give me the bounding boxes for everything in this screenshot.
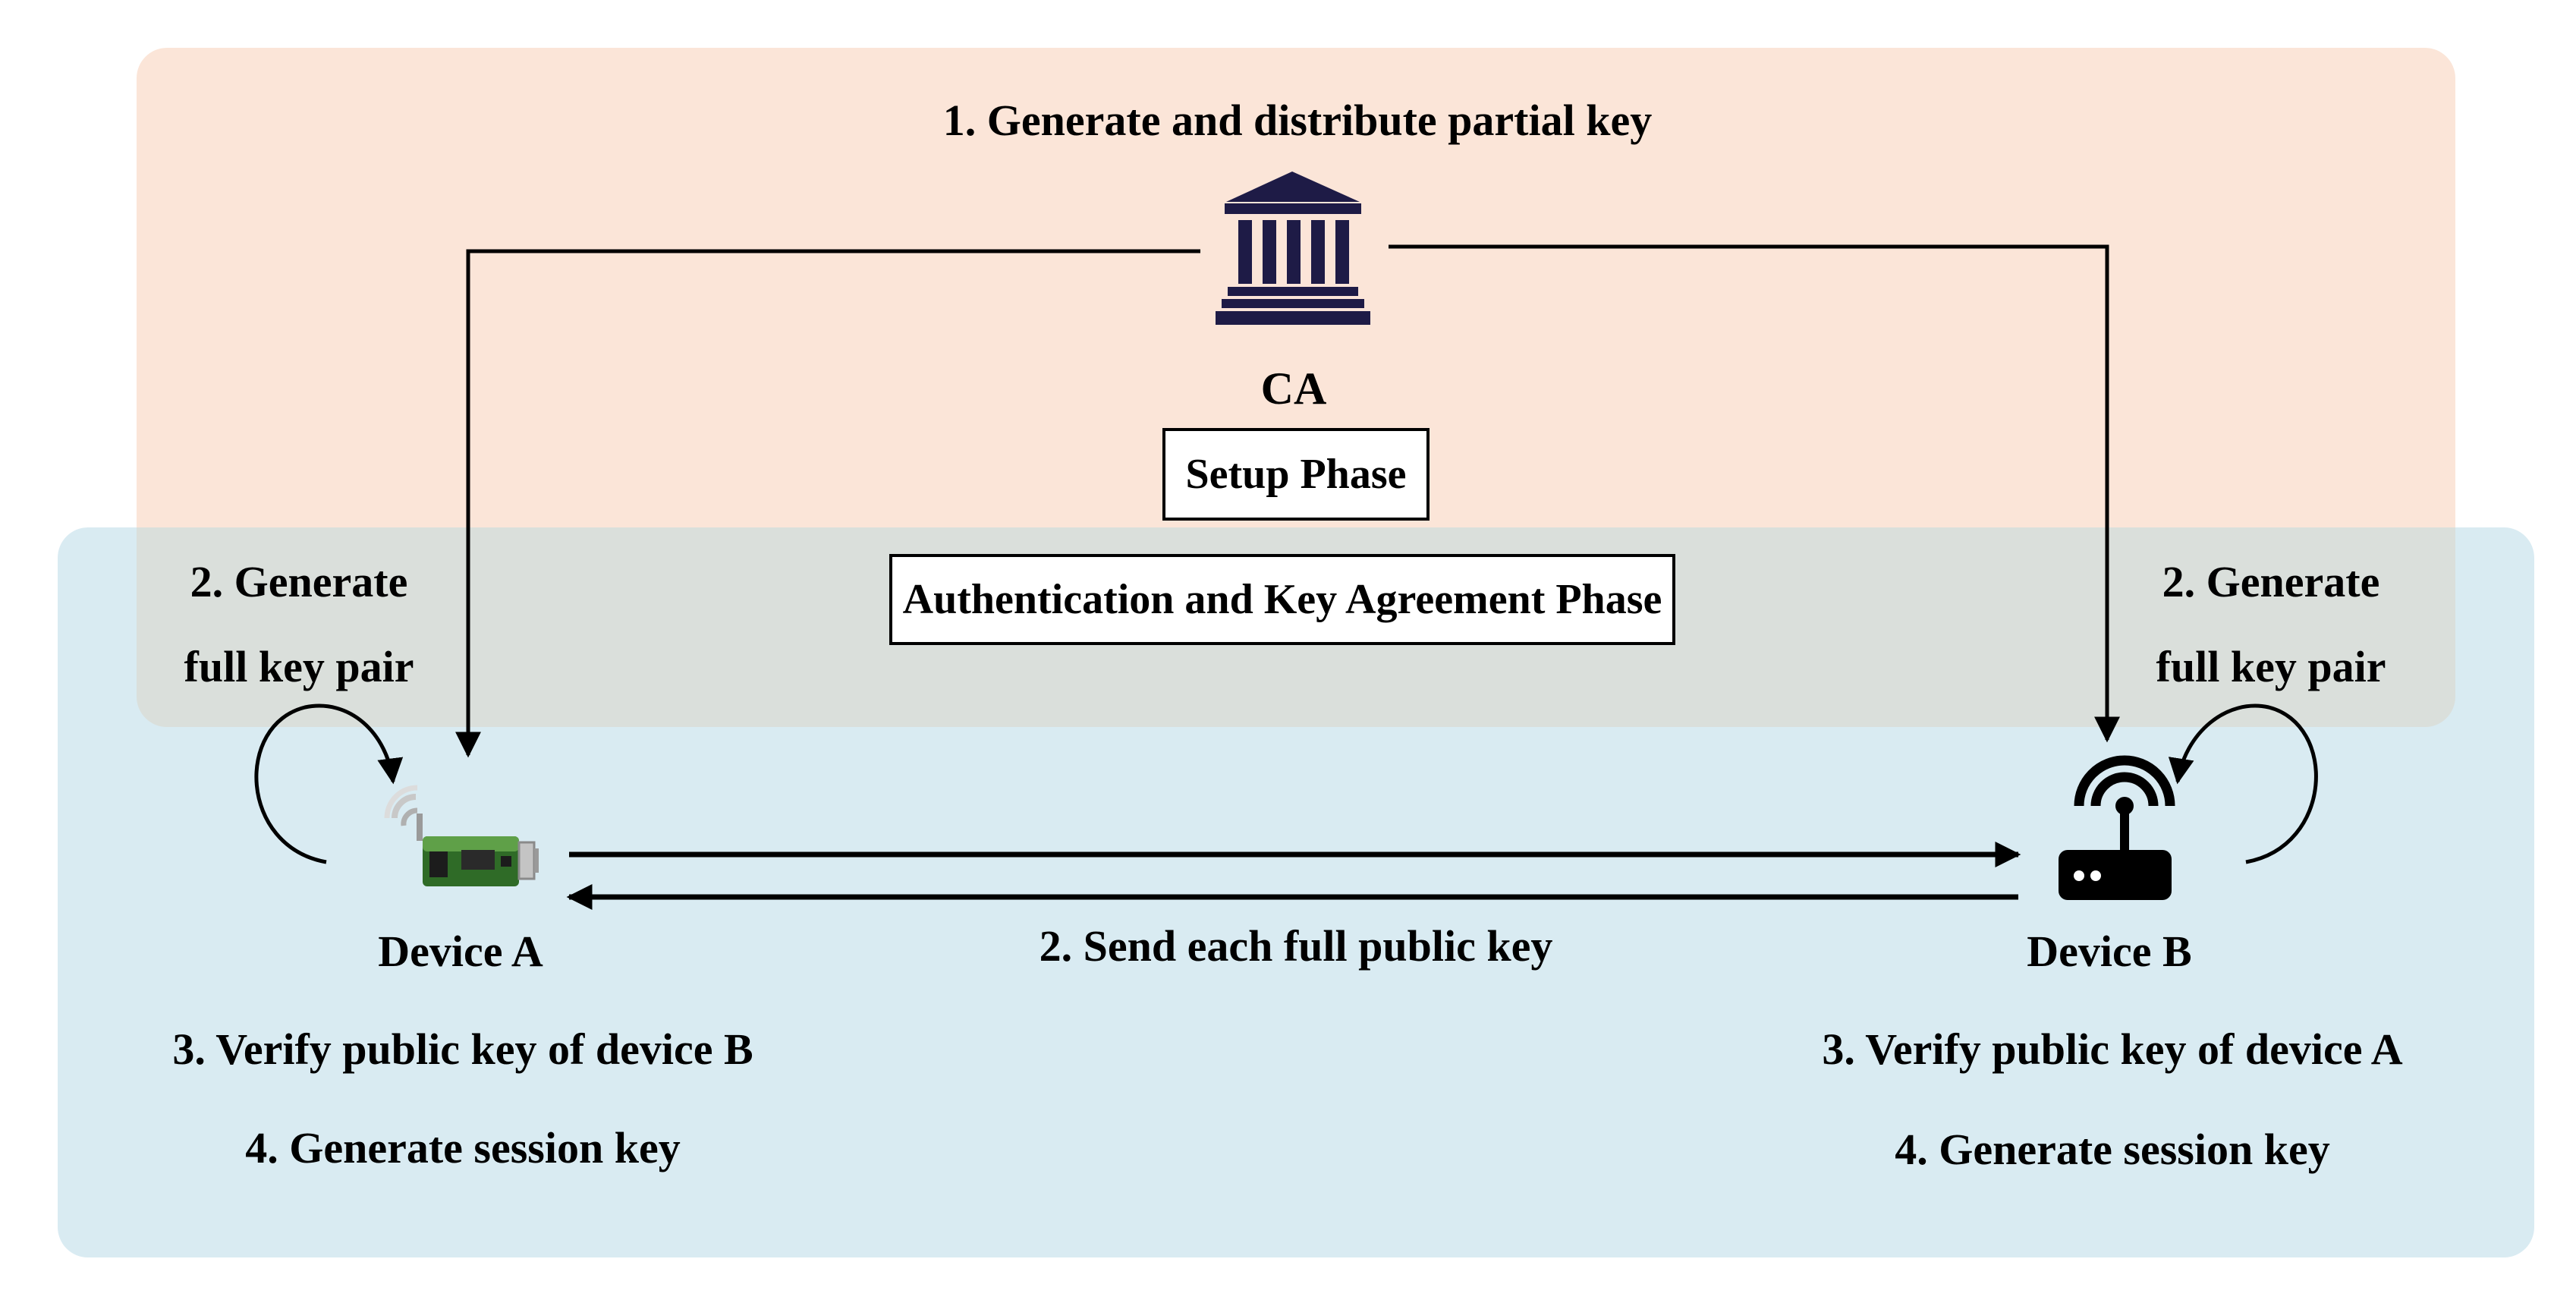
device-a-self-loop-arrow (254, 703, 404, 864)
device-b-label: Device B (2027, 927, 2192, 976)
device-b-verify: 3. Verify public key of device A (1822, 1024, 2403, 1074)
setup-phase-box: Setup Phase (1162, 428, 1430, 521)
ca-to-device-b-arrow (1389, 244, 2120, 743)
device-b-session: 4. Generate session key (1895, 1125, 2330, 1174)
device-a-session: 4. Generate session key (245, 1123, 681, 1172)
ca-label: CA (1260, 364, 1327, 414)
device-b-generate-line1: 2. Generate (2162, 557, 2380, 606)
usb-wifi-dongle-icon (384, 785, 539, 886)
device-a-verify: 3. Verify public key of device B (172, 1024, 753, 1074)
auth-phase-label: Authentication and Key Agreement Phase (902, 576, 1662, 623)
device-b-generate-line2: full key pair (2156, 642, 2386, 691)
setup-phase-label: Setup Phase (1185, 451, 1407, 498)
device-a-generate-line1: 2. Generate (190, 557, 408, 606)
ca-to-device-a-arrow (455, 249, 1200, 758)
device-a-generate-line2: full key pair (184, 642, 414, 691)
device-b-self-loop-arrow (2168, 703, 2318, 864)
wifi-router-icon (2059, 755, 2175, 900)
exchange-label: 2. Send each full public key (1039, 921, 1553, 971)
overlap-region (137, 527, 2455, 727)
bank-building-icon (1216, 172, 1370, 325)
device-a-label: Device A (378, 927, 543, 976)
setup-title: 1. Generate and distribute partial key (942, 96, 1653, 145)
auth-phase-box: Authentication and Key Agreement Phase (889, 554, 1675, 645)
